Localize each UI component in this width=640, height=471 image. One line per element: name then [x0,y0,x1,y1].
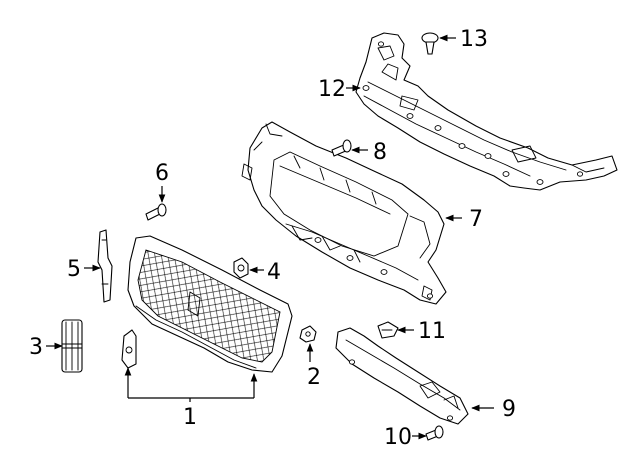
part-side-bracket [97,229,113,303]
callout-6: 6 [155,161,169,186]
callout-4: 4 [267,260,281,285]
callout-12: 12 [318,77,346,102]
callout-11: 11 [418,319,446,344]
part-grille-frame [241,121,447,305]
callout-7: 7 [469,207,483,232]
part-clip-11 [377,321,399,339]
callout-13: 13 [460,27,488,52]
callout-3: 3 [29,335,43,360]
leader-1-bar [128,397,254,402]
callout-2: 2 [307,365,321,390]
part-bolt-6 [145,203,167,221]
part-emblem [61,319,83,373]
part-lower-bracket-1 [121,329,137,369]
callout-5: 5 [67,257,81,282]
leader-lines [46,34,494,440]
part-nut-4 [233,257,249,279]
part-upper-shield [355,32,618,191]
callout-8: 8 [373,140,387,165]
part-bolt-10 [425,425,444,441]
callout-10: 10 [384,425,412,450]
part-lower-support [335,327,469,425]
callout-labels: 1 2 3 4 5 6 7 8 9 10 11 12 13 [29,27,516,450]
part-grille-assembly [127,235,293,373]
part-push-pin-13 [421,32,439,55]
callout-9: 9 [502,397,516,422]
callout-1: 1 [183,405,197,430]
part-bolt-8 [331,139,352,157]
part-clip-2 [299,325,317,343]
